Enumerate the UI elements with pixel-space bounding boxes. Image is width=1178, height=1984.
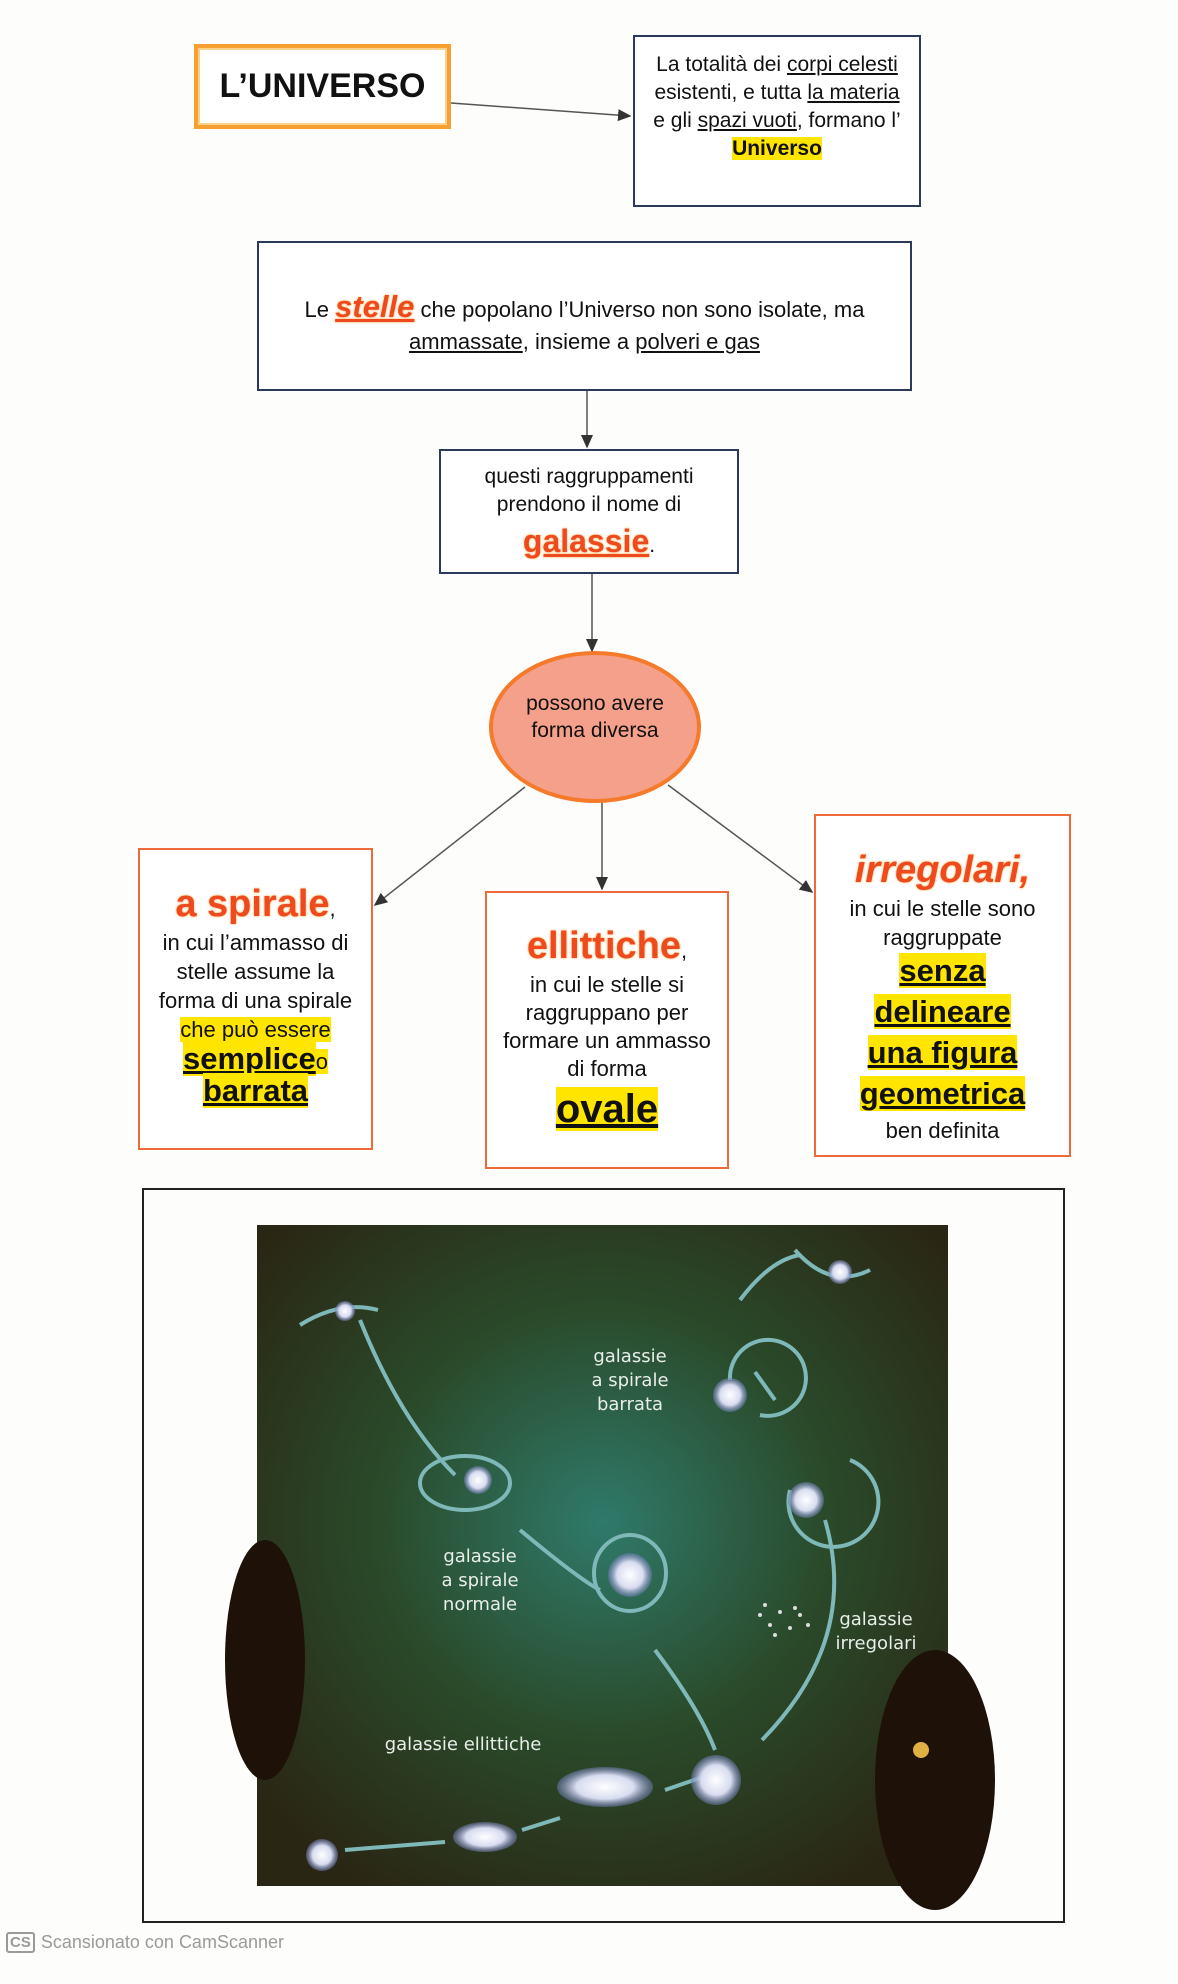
sequence-line [753,1370,777,1402]
term: ammassate [409,329,523,354]
irregular-galaxy-dots [758,1603,810,1637]
text: , [329,896,336,921]
term: la materia [807,81,900,104]
definition-box: La totalità dei corpi celesti esistenti,… [633,35,921,207]
term: spazi vuoti [697,109,797,132]
text: ben definita [885,1118,1000,1143]
text: Le [304,297,336,322]
arrow [667,784,814,893]
shape-text: possono avere forma diversa [526,692,664,742]
term: corpi celesti [786,53,898,76]
label-normal: a spirale [441,1570,518,1591]
title-box: L’UNIVERSO [194,44,451,129]
text: in cui le stelle si raggruppano per form… [503,972,711,1081]
title: L’UNIVERSO [219,67,426,105]
spiral-box: a spirale, in cui l’ammasso di stelle as… [138,848,373,1150]
arrow [373,786,526,906]
galaxy-shapes [306,1260,852,1871]
shape-ellipse [489,651,701,803]
spiral-title: a spirale [175,883,330,925]
arrow [450,102,632,122]
text: . [649,534,656,557]
text: e gli [653,109,698,132]
text: , [681,938,688,963]
keyword: una figura [867,1035,1018,1070]
label-normal: galassie [443,1546,516,1567]
text: o [315,1049,328,1074]
text: La totalità dei [656,53,787,76]
footer-text: Scansionato con CamScanner [40,1932,284,1952]
label-barred: galassie [593,1346,666,1367]
keyword: stelle [335,289,415,324]
keyword: semplice [183,1041,316,1076]
sequence-line [760,1519,837,1742]
text: in cui le stelle sono raggruppate [849,896,1036,950]
text: esistenti, e tutta [654,81,808,104]
irregular-title: irregolari, [854,849,1031,891]
highlight: che può essere [180,1017,331,1042]
sequence-line [344,1840,446,1852]
keyword: delineare [874,994,1011,1029]
keyword: Universo [732,137,822,160]
footer: CS Scansionato con CamScanner [6,1932,284,1953]
text: che popolano l’Universo non sono isolate… [414,297,865,322]
text: , insieme a [522,329,636,354]
text: in cui l’ammasso di stelle assume la for… [158,930,353,1013]
text: , formano l’ [796,109,901,132]
elliptical-title: ellittiche [526,925,682,967]
keyword: barrata [202,1073,309,1108]
sequence-line [738,1253,801,1302]
image-frame [142,1188,1065,1923]
irregular-box: irregolari, in cui le stelle sono raggru… [814,814,1071,1157]
groups-box: questi raggruppamenti prendono il nome d… [439,449,739,574]
label-elliptical: galassie ellittiche [385,1734,542,1755]
stars-box: Le stelle che popolano l’Universo non so… [257,241,912,391]
camscanner-logo: CS [6,1932,35,1953]
label-normal: normale [443,1594,517,1615]
keyword: galassie [522,523,650,559]
text: questi raggruppamenti prendono il nome d… [484,465,694,516]
sequence-line [521,1816,561,1832]
label-irregular: galassie [839,1609,912,1630]
keyword: geometrica [859,1076,1026,1111]
label-irregular: irregolari [835,1633,916,1654]
sequence-line [653,1648,717,1751]
elliptical-box: ellittiche, in cui le stelle si raggrupp… [485,891,729,1169]
keyword: senza [899,953,986,988]
term: polveri e gas [635,329,760,354]
label-barred: a spirale [591,1370,668,1391]
label-barred: barrata [597,1394,663,1415]
keyword: ovale [555,1087,659,1131]
